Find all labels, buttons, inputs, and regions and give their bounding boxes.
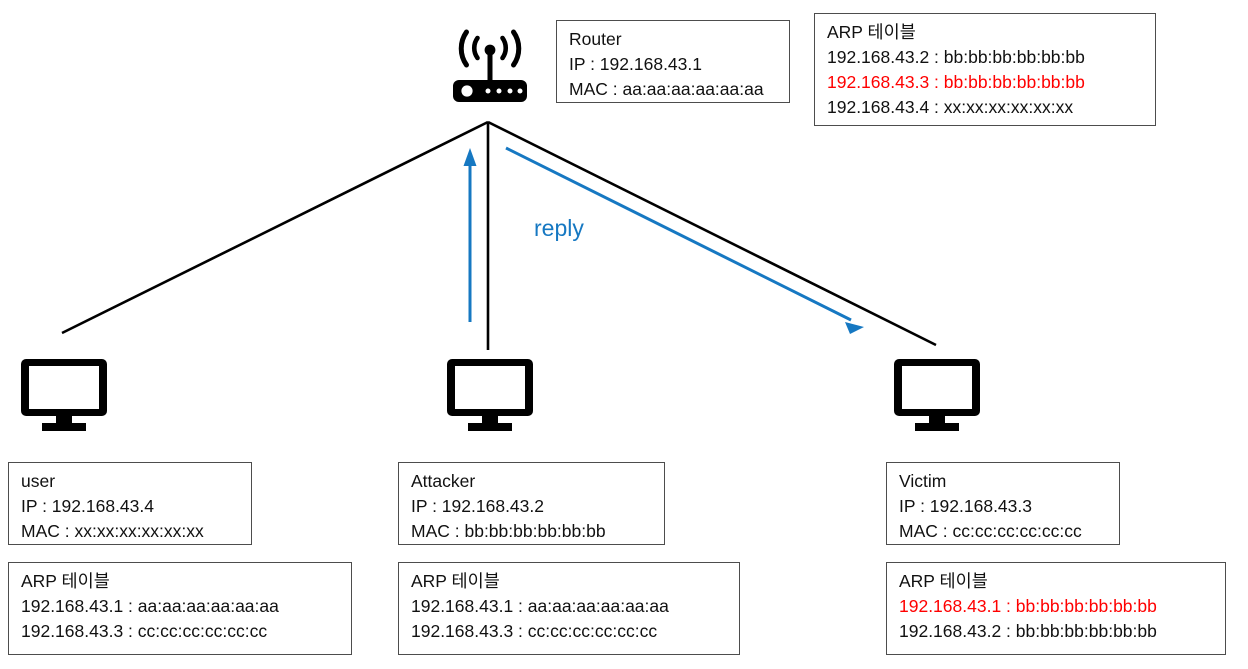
arp-row: 192.168.43.4 : xx:xx:xx:xx:xx:xx	[827, 97, 1074, 117]
reply-arrow-label: reply	[534, 215, 584, 241]
user-name: user	[21, 471, 56, 491]
arrow-reply-to-victim	[505, 146, 864, 334]
victim-mac: MAC : cc:cc:cc:cc:cc:cc	[899, 521, 1082, 541]
attacker-ip: IP : 192.168.43.2	[411, 496, 544, 516]
monitor-icon-victim	[894, 359, 980, 431]
user-mac: MAC : xx:xx:xx:xx:xx:xx	[21, 521, 204, 541]
attacker-info-box: Attacker IP : 192.168.43.2 MAC : bb:bb:b…	[398, 462, 665, 545]
arp-row: 192.168.43.3 : cc:cc:cc:cc:cc:cc	[21, 621, 268, 641]
arp-row: 192.168.43.1 : bb:bb:bb:bb:bb:bb	[899, 596, 1157, 616]
arp-table-title: ARP 테이블	[827, 22, 916, 42]
router-arp-table: ARP 테이블 192.168.43.2 : bb:bb:bb:bb:bb:bb…	[814, 13, 1156, 126]
router-info-box: Router IP : 192.168.43.1 MAC : aa:aa:aa:…	[556, 20, 790, 103]
arp-table-title: ARP 테이블	[899, 571, 988, 591]
wifi-router-icon	[453, 29, 527, 102]
user-ip: IP : 192.168.43.4	[21, 496, 154, 516]
monitor-icon-attacker	[447, 359, 533, 431]
arp-table-title: ARP 테이블	[411, 571, 500, 591]
attacker-arp-table: ARP 테이블 192.168.43.1 : aa:aa:aa:aa:aa:aa…	[398, 562, 740, 655]
victim-ip: IP : 192.168.43.3	[899, 496, 1032, 516]
arp-row: 192.168.43.3 : bb:bb:bb:bb:bb:bb	[827, 72, 1085, 92]
victim-arp-table: ARP 테이블 192.168.43.1 : bb:bb:bb:bb:bb:bb…	[886, 562, 1226, 655]
arrow-attacker-to-router	[463, 148, 477, 322]
monitor-icon-user	[21, 359, 107, 431]
router-mac: MAC : aa:aa:aa:aa:aa:aa	[569, 79, 764, 99]
attacker-mac: MAC : bb:bb:bb:bb:bb:bb	[411, 521, 606, 541]
arp-row: 192.168.43.2 : bb:bb:bb:bb:bb:bb	[827, 47, 1085, 67]
arp-table-title: ARP 테이블	[21, 571, 110, 591]
wire-router-to-victim	[487, 120, 937, 347]
victim-name: Victim	[899, 471, 947, 491]
user-info-box: user IP : 192.168.43.4 MAC : xx:xx:xx:xx…	[8, 462, 252, 545]
arp-row: 192.168.43.1 : aa:aa:aa:aa:aa:aa	[21, 596, 279, 616]
router-ip: IP : 192.168.43.1	[569, 54, 702, 74]
attacker-name: Attacker	[411, 471, 476, 491]
arp-row: 192.168.43.2 : bb:bb:bb:bb:bb:bb	[899, 621, 1157, 641]
arp-row: 192.168.43.3 : cc:cc:cc:cc:cc:cc	[411, 621, 658, 641]
arp-row: 192.168.43.1 : aa:aa:aa:aa:aa:aa	[411, 596, 669, 616]
victim-info-box: Victim IP : 192.168.43.3 MAC : cc:cc:cc:…	[886, 462, 1120, 545]
user-arp-table: ARP 테이블 192.168.43.1 : aa:aa:aa:aa:aa:aa…	[8, 562, 352, 655]
router-name: Router	[569, 29, 622, 49]
wire-router-to-user	[61, 120, 489, 335]
